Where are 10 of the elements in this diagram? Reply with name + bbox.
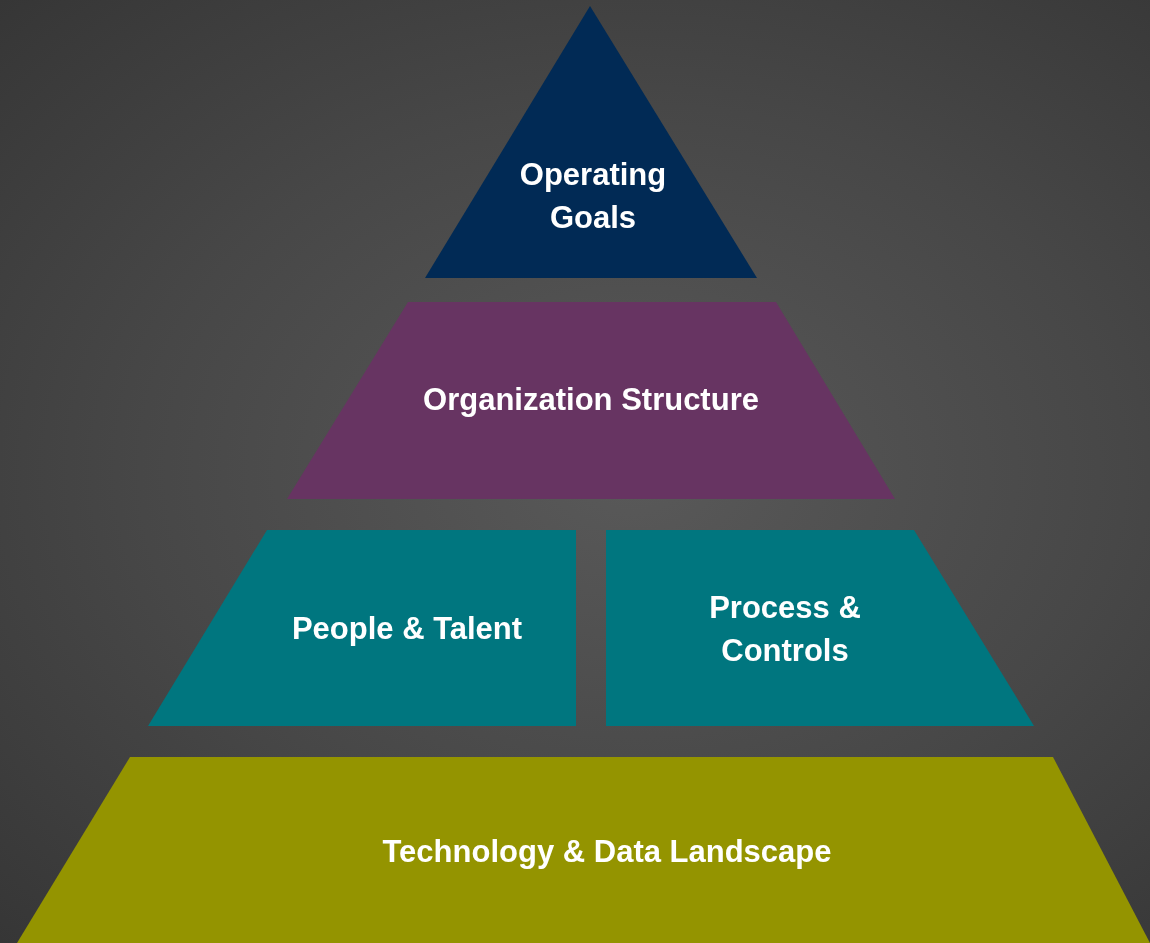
tier-label: People & Talent	[290, 610, 524, 649]
pyramid-tier	[606, 530, 1034, 726]
pyramid-tier	[287, 302, 895, 499]
pyramid-tier	[17, 757, 1150, 943]
tier-label: Operating Goals	[518, 155, 668, 237]
tier-label: Process & Controls	[708, 588, 862, 670]
pyramid-tier	[148, 530, 576, 726]
tier-label: Technology & Data Landscape	[381, 833, 833, 872]
tier-label: Organization Structure	[422, 381, 760, 420]
pyramid-apex-triangle	[425, 6, 757, 278]
